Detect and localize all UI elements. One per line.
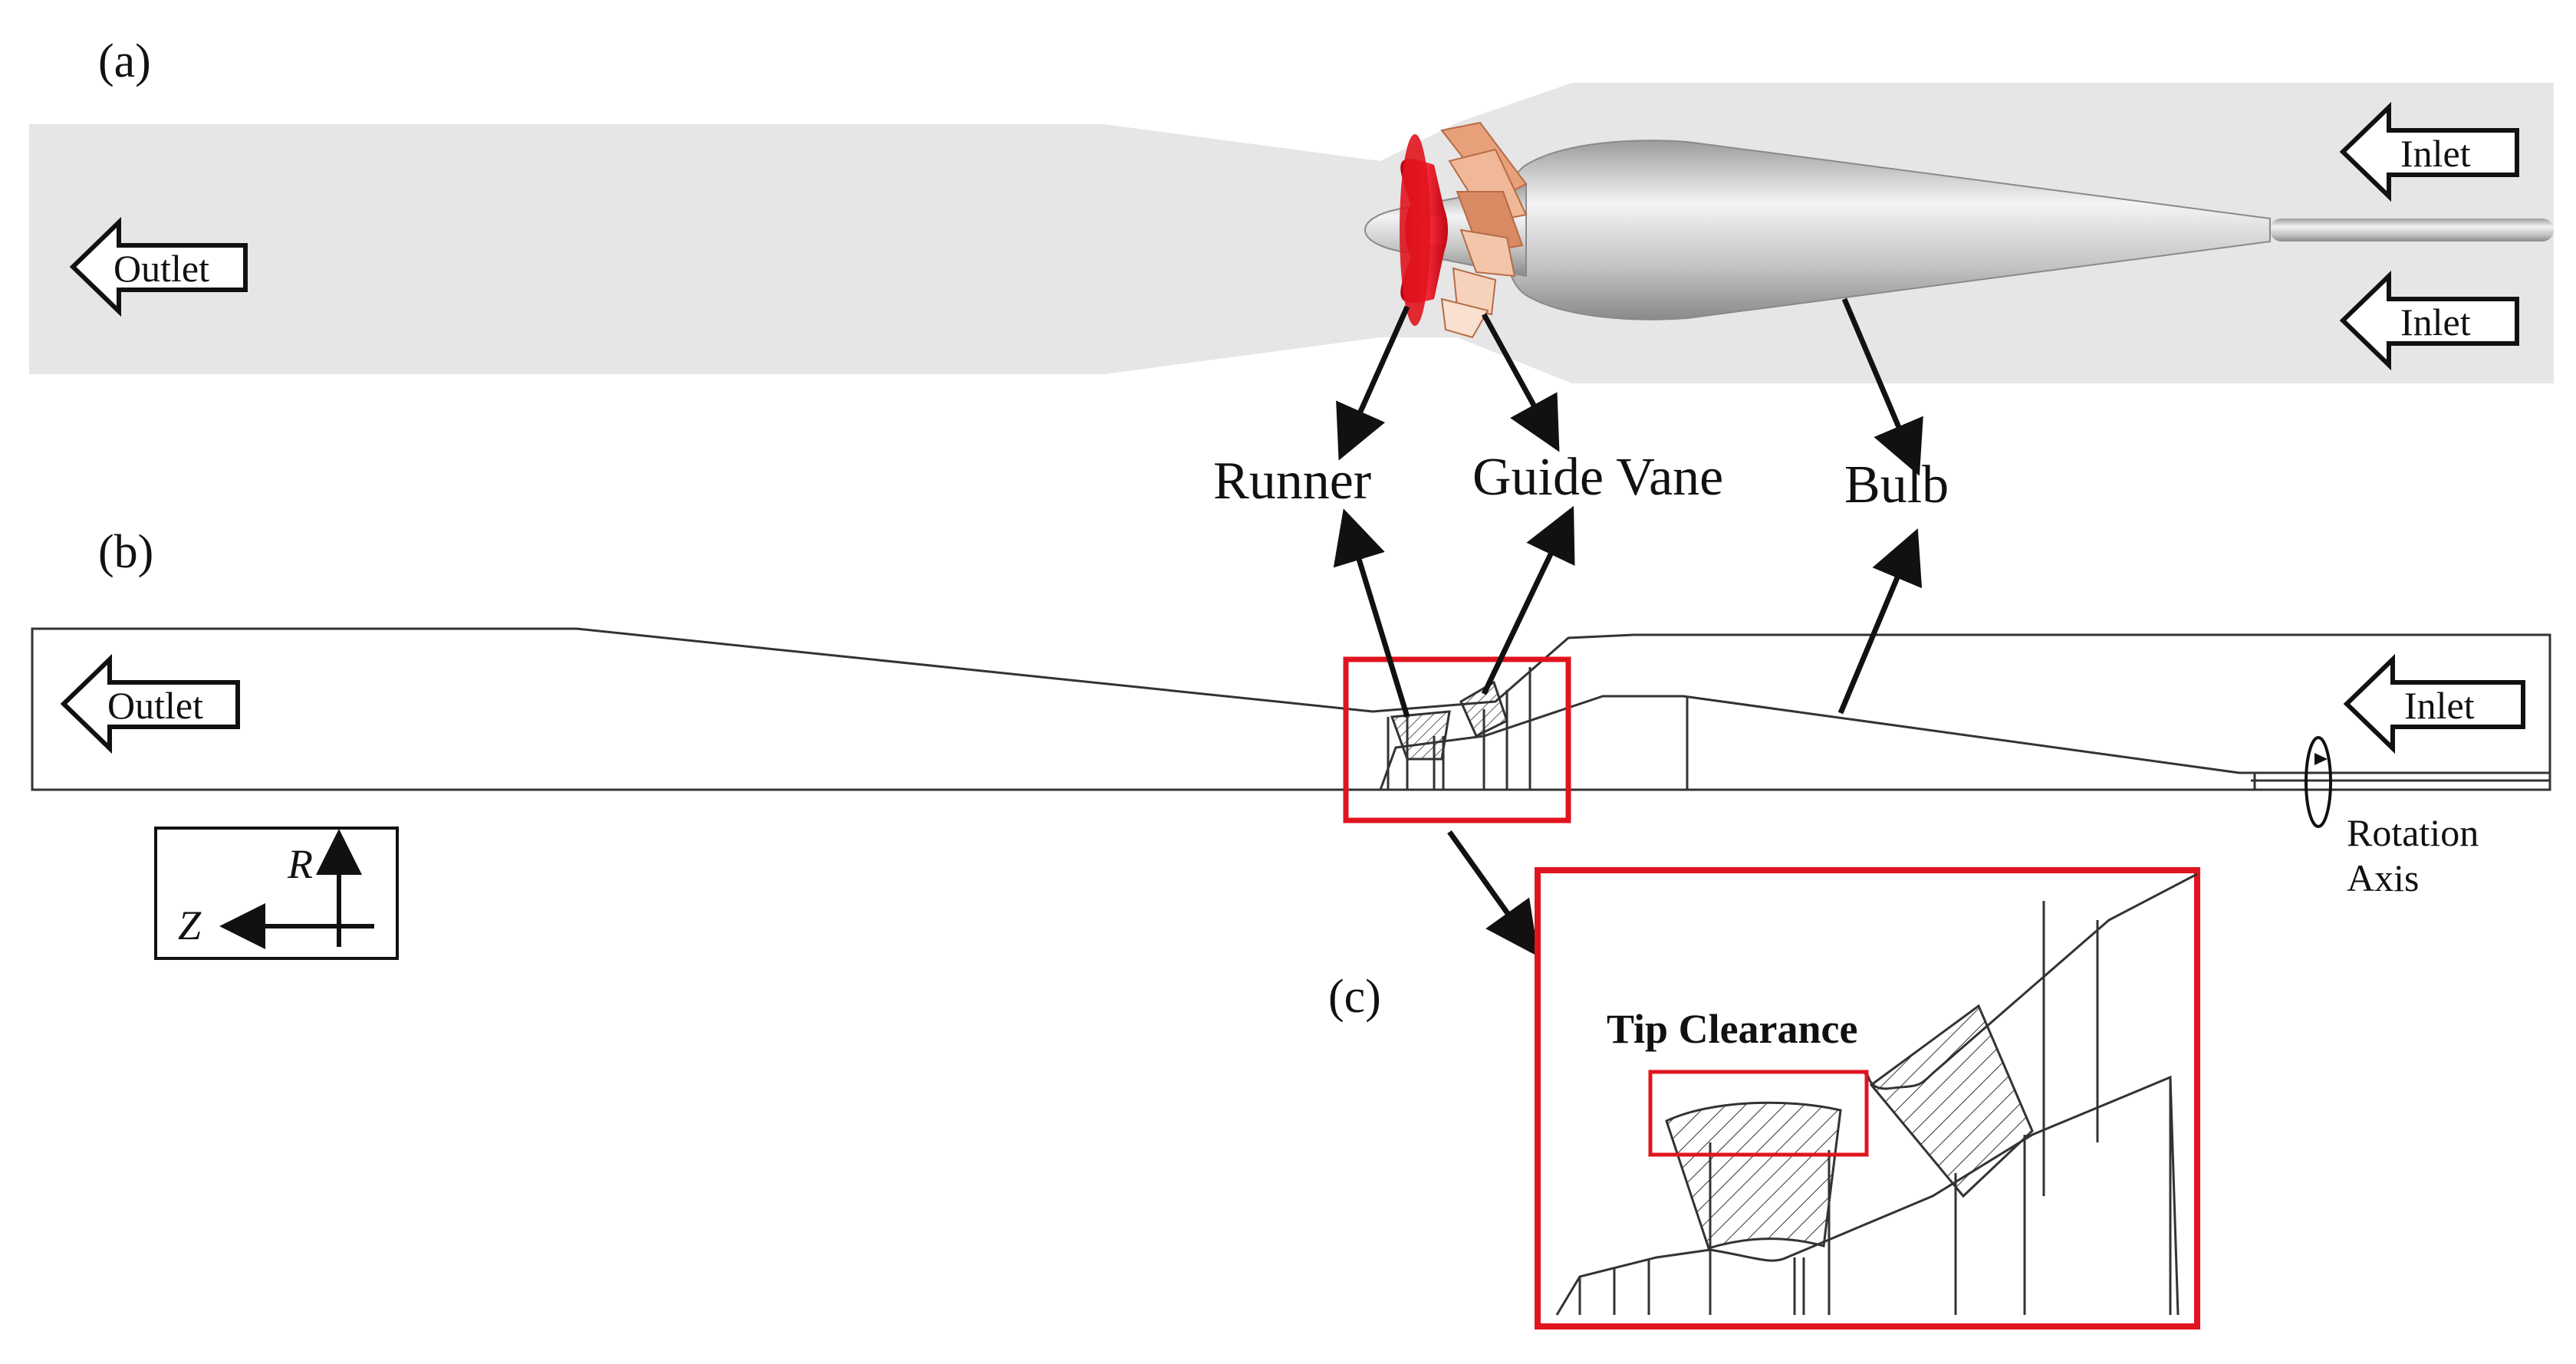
- axis-label-r: R: [287, 841, 313, 887]
- pointer-bulb-a: [1841, 297, 1923, 476]
- guidevane-section-c: [1869, 1004, 2034, 1198]
- guidevane-section-b: [1459, 680, 1508, 738]
- inlet-label-a-top: Inlet: [2400, 132, 2471, 175]
- tip-clearance-label: Tip Clearance: [1607, 1006, 1857, 1052]
- coordinate-axes: R Z: [154, 827, 399, 960]
- runner-section-c: [1665, 1101, 1842, 1250]
- outlet-arrow-a: Outlet: [69, 216, 248, 317]
- inlet-arrow-a-bottom: Inlet: [2339, 270, 2519, 371]
- pointer-guidevane-a: [1481, 313, 1560, 452]
- panel-a-duct: [29, 83, 2554, 383]
- panel-label-c: (c): [1328, 971, 1381, 1023]
- panel-b-section: [31, 627, 2551, 791]
- hub-line: [1379, 695, 2550, 790]
- tip-clearance-box: [1648, 1070, 1869, 1157]
- rotation-arrow-icon: [2305, 736, 2332, 828]
- pointer-guidevane-b: [1481, 505, 1575, 695]
- panel-a-guide-vanes: [1440, 121, 1528, 339]
- panel-label-a: (a): [98, 35, 151, 87]
- highlight-box-b: [1343, 656, 1571, 823]
- pointer-runner-a: [1336, 305, 1410, 461]
- runner-tip: [1400, 134, 1430, 326]
- outlet-arrow-b: Outlet: [60, 653, 240, 754]
- panel-label-b: (b): [98, 526, 153, 578]
- inlet-arrow-b: Inlet: [2343, 653, 2525, 754]
- guide-vane-blade: [1452, 267, 1497, 316]
- axis-label-z: Z: [178, 902, 202, 948]
- duct-silhouette: [29, 83, 2554, 383]
- pointer-zoom: [1447, 830, 1539, 957]
- pointer-bulb-b: [1837, 528, 1923, 715]
- bulb-shaft: [2270, 219, 2554, 242]
- outlet-label-a: Outlet: [114, 247, 209, 290]
- label-bulb: Bulb: [1844, 455, 1949, 514]
- label-runner: Runner: [1213, 452, 1371, 511]
- guide-vane-blade: [1440, 297, 1489, 339]
- shroud-line: [31, 627, 2551, 791]
- pointer-runner-b: [1333, 508, 1410, 718]
- outlet-label-b: Outlet: [107, 684, 203, 727]
- guide-vane-blade: [1459, 228, 1516, 278]
- rotation-label-line2: Axis: [2347, 856, 2419, 899]
- inlet-arrow-a-top: Inlet: [2339, 101, 2519, 202]
- inlet-label-b: Inlet: [2404, 684, 2475, 727]
- coordinate-box: [154, 827, 399, 960]
- panel-a-runner: [1400, 134, 1448, 326]
- rotation-label-line1: Rotation: [2347, 811, 2479, 854]
- inlet-label-a-bottom: Inlet: [2400, 301, 2471, 343]
- label-guide-vane: Guide Vane: [1472, 448, 1723, 507]
- runner-section-b: [1390, 710, 1451, 761]
